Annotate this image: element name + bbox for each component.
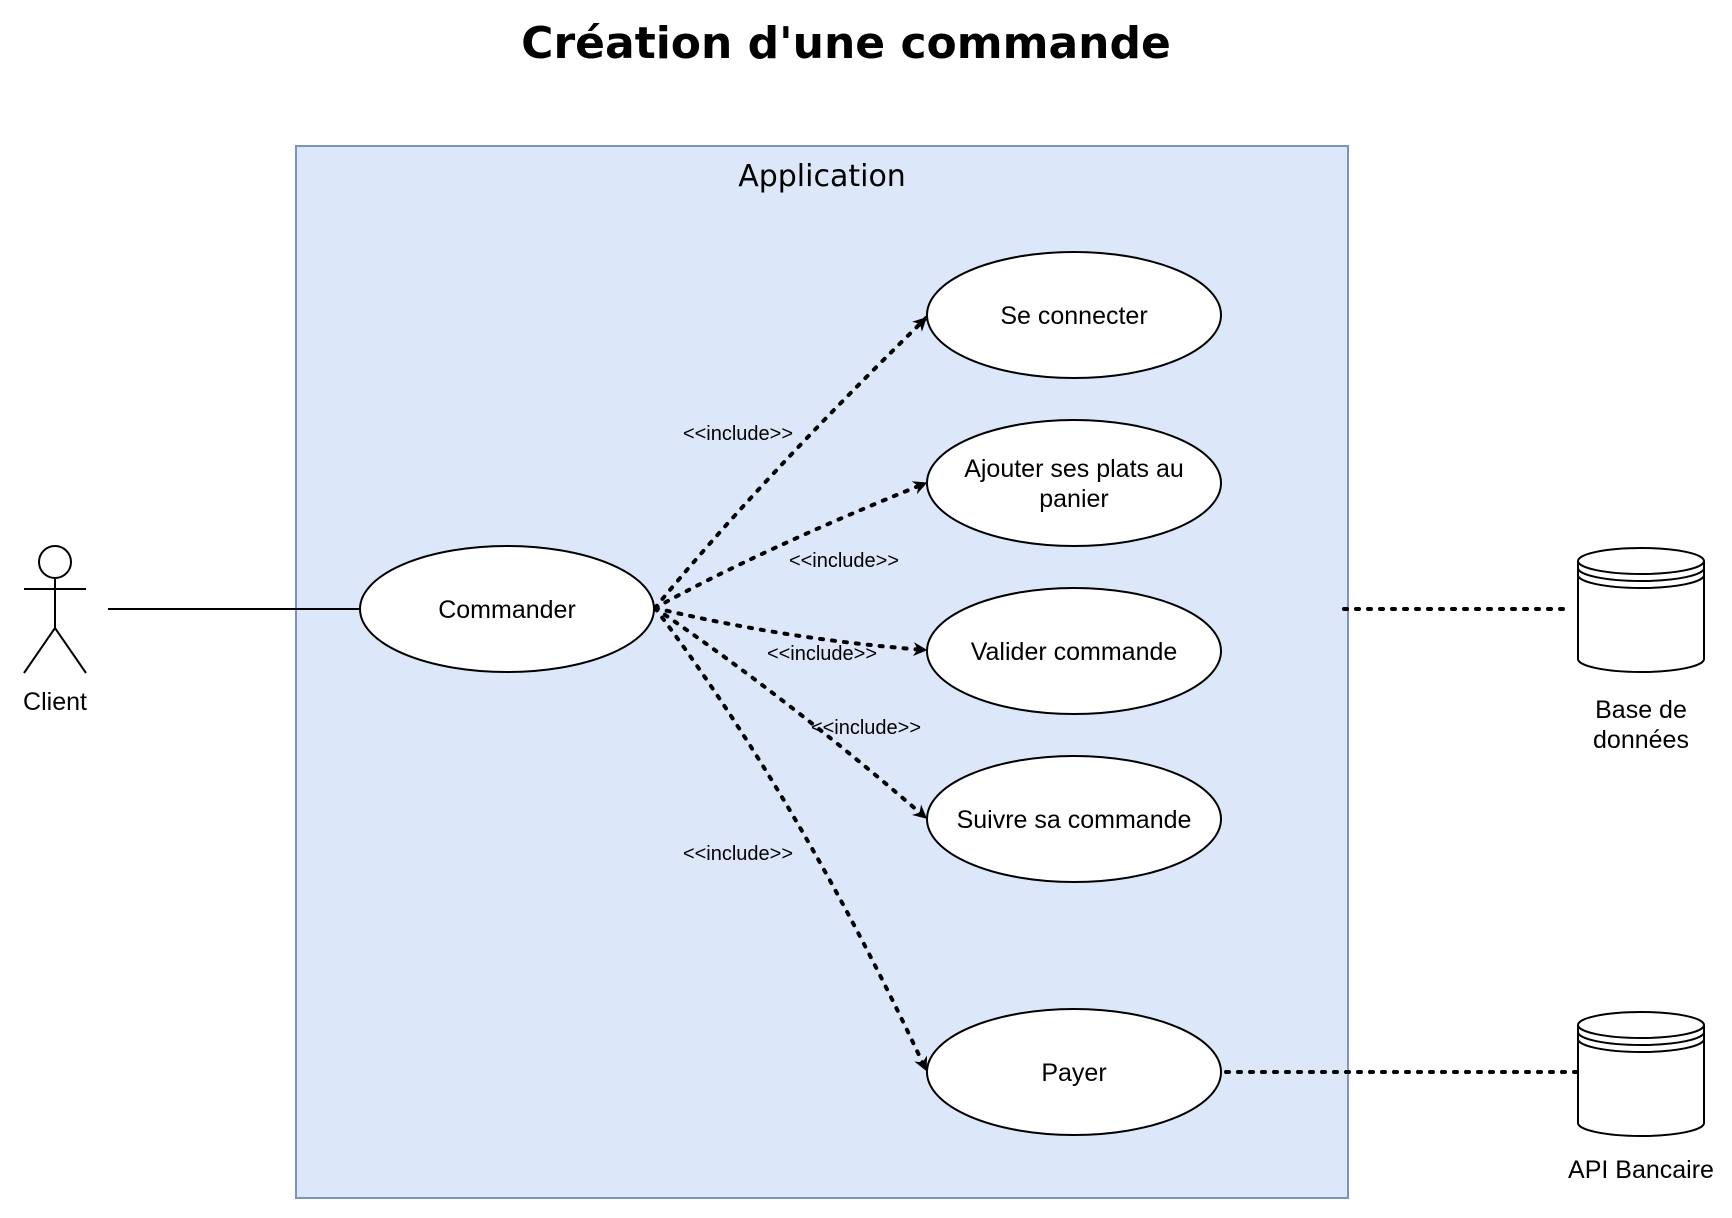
stick-figure-icon xyxy=(23,545,87,674)
database-icon xyxy=(1577,547,1705,673)
use-case-label-line2: panier xyxy=(1039,485,1109,513)
database-label-line2: données xyxy=(1593,726,1689,754)
client-label: Client xyxy=(23,688,87,716)
use-case-label: Suivre sa commande xyxy=(957,806,1192,834)
include-arrow-se-connecter xyxy=(653,316,928,610)
use-case-commander[interactable]: Commander xyxy=(359,545,655,673)
include-label-valider-commande: <<include>> xyxy=(767,643,877,665)
database-label-line1: Base de xyxy=(1595,696,1687,724)
include-label-se-connecter: <<include>> xyxy=(683,423,793,445)
include-label-payer: <<include>> xyxy=(683,843,793,865)
use-case-label: Payer xyxy=(1041,1059,1106,1087)
client-actor[interactable]: Client xyxy=(23,545,87,716)
diagram-title: Création d'une commande xyxy=(521,18,1171,69)
include-arrow-payer xyxy=(653,606,928,1072)
include-label-suivre-commande: <<include>> xyxy=(811,717,921,739)
database-icon xyxy=(1577,1011,1705,1137)
include-arrow-valider-commande xyxy=(653,606,928,657)
use-case-ajouter-plats[interactable]: Ajouter ses plats au panier xyxy=(926,419,1222,547)
database-actor[interactable]: Base de données xyxy=(1577,547,1705,754)
bank-api-label: API Bancaire xyxy=(1568,1156,1714,1184)
bank-api-actor[interactable]: API Bancaire xyxy=(1568,1011,1714,1184)
use-case-valider-commande[interactable]: Valider commande xyxy=(926,587,1222,715)
use-case-label: Se connecter xyxy=(1000,302,1147,330)
include-relations xyxy=(653,316,928,1072)
include-arrow-ajouter-plats xyxy=(653,481,928,610)
use-case-label: Valider commande xyxy=(971,638,1178,666)
use-case-label-line1: Ajouter ses plats au xyxy=(964,455,1184,483)
include-label-ajouter-plats: <<include>> xyxy=(789,550,899,572)
use-case-se-connecter[interactable]: Se connecter xyxy=(926,251,1222,379)
use-case-suivre-commande[interactable]: Suivre sa commande xyxy=(926,755,1222,883)
use-case-label: Commander xyxy=(438,596,576,624)
include-arrow-suivre-commande xyxy=(653,606,928,820)
system-label: Application xyxy=(738,159,906,194)
use-case-payer[interactable]: Payer xyxy=(926,1008,1222,1136)
